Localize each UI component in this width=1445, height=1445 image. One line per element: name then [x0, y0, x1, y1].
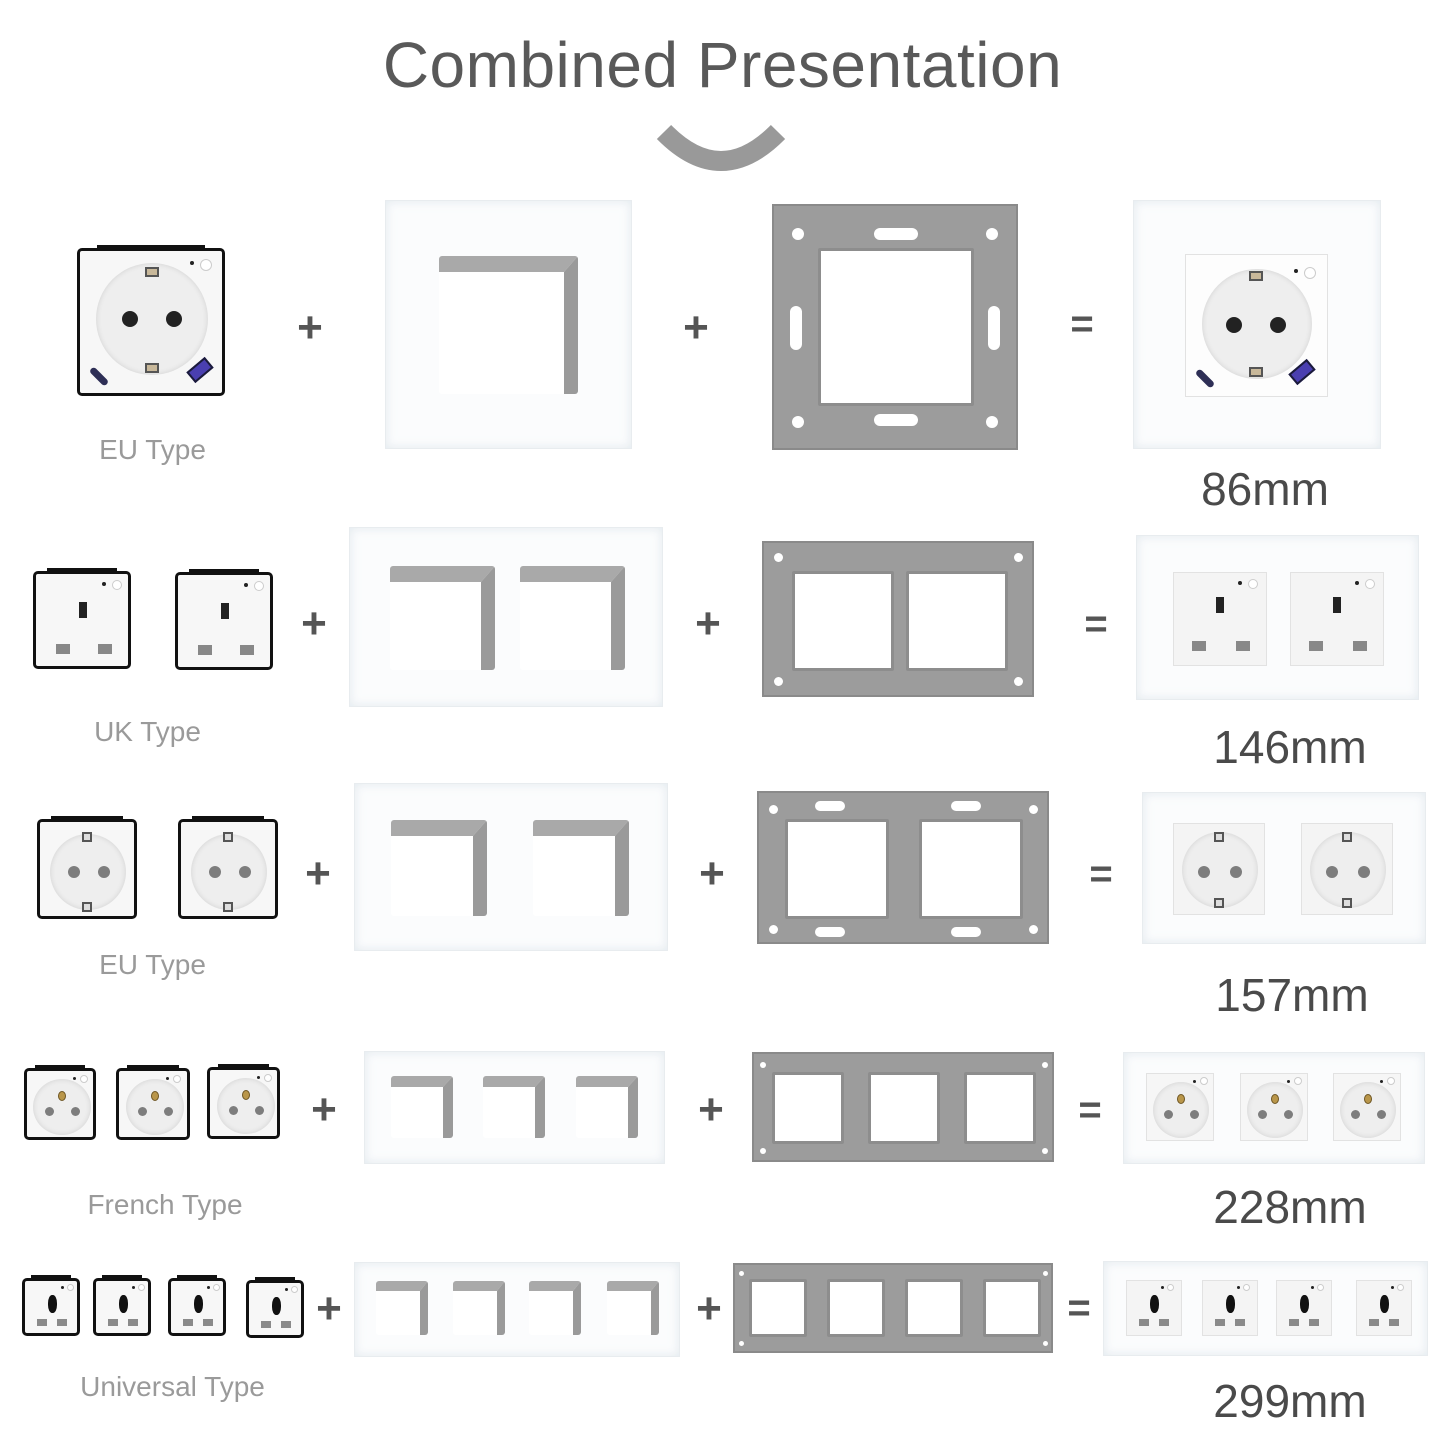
universal-socket-module	[22, 1275, 80, 1336]
glass-panel-4-gang	[354, 1262, 680, 1357]
plus-sign: +	[698, 1085, 724, 1134]
size-label: 299mm	[1213, 1375, 1367, 1427]
type-label: EU Type	[99, 434, 206, 465]
glass-panel-3-gang	[364, 1051, 665, 1164]
usb-c-port-icon	[88, 366, 110, 387]
metal-mounting-frame-2-gang	[757, 791, 1049, 944]
size-label: 86mm	[1201, 463, 1329, 515]
assembled-panel-1-gang	[1133, 200, 1381, 449]
plus-sign: +	[311, 1085, 337, 1134]
equals-sign: =	[1084, 602, 1108, 646]
equals-sign: =	[1078, 1088, 1102, 1132]
french-socket-module	[207, 1064, 280, 1139]
eu-usb-socket-module	[77, 245, 225, 396]
glass-panel-2-gang	[349, 527, 663, 707]
equals-sign: =	[1070, 302, 1094, 346]
plus-sign: +	[683, 303, 709, 352]
metal-mounting-frame-1-gang	[772, 204, 1018, 450]
plus-sign: +	[316, 1284, 342, 1333]
size-label: 146mm	[1213, 721, 1367, 773]
assembled-panel-4-gang	[1103, 1261, 1428, 1356]
type-label: UK Type	[94, 716, 201, 747]
french-socket-module	[24, 1065, 96, 1140]
plus-sign: +	[696, 1284, 722, 1333]
french-socket-module	[116, 1065, 190, 1140]
plus-sign: +	[695, 599, 721, 648]
equals-sign: =	[1067, 1286, 1091, 1330]
plus-sign: +	[301, 599, 327, 648]
uk-socket-module	[175, 569, 273, 670]
eu-socket-module	[178, 816, 278, 919]
plus-sign: +	[699, 849, 725, 898]
type-label: French Type	[87, 1189, 243, 1220]
universal-socket-module	[246, 1277, 304, 1338]
size-label: 228mm	[1213, 1181, 1367, 1233]
glass-panel-2-gang	[354, 783, 668, 951]
universal-socket-module	[168, 1275, 226, 1336]
page-title: Combined Presentation	[382, 29, 1063, 101]
metal-mounting-frame-4-gang	[733, 1263, 1053, 1353]
assembled-panel-2-gang	[1142, 792, 1426, 944]
equals-sign: =	[1089, 852, 1113, 896]
metal-mounting-frame-3-gang	[752, 1052, 1054, 1162]
glass-panel-1-gang	[385, 200, 632, 449]
type-label: Universal Type	[80, 1371, 265, 1402]
assembled-panel-3-gang	[1123, 1052, 1425, 1164]
usb-a-port-icon	[186, 356, 214, 384]
plus-sign: +	[297, 303, 323, 352]
universal-socket-module	[93, 1275, 151, 1336]
plus-sign: +	[305, 849, 331, 898]
uk-socket-module	[33, 568, 131, 669]
eu-socket-module	[37, 816, 137, 919]
metal-mounting-frame-2-gang	[762, 541, 1034, 697]
type-label: EU Type	[99, 949, 206, 980]
curved-arrow-down-icon	[656, 124, 786, 171]
size-label: 157mm	[1215, 969, 1369, 1021]
assembled-panel-2-gang	[1136, 535, 1419, 700]
